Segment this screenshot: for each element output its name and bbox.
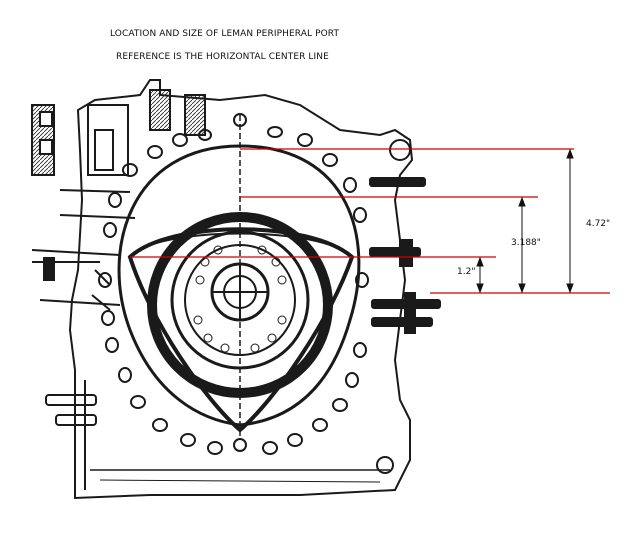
dimension-label-1-2: 1.2": [457, 267, 476, 277]
left-mount-details: [31, 89, 206, 426]
housing-outline: [68, 79, 414, 500]
diagram-title: LOCATION AND SIZE OF LEMAN PERIPHERAL PO…: [110, 29, 340, 39]
diagram-subtitle: REFERENCE IS THE HORIZONTAL CENTER LINE: [116, 52, 329, 62]
coolant-passages: [98, 113, 369, 455]
dimension-label-3-188: 3.188": [511, 238, 541, 248]
right-bolts: [369, 139, 441, 474]
dimension-label-4-72: 4.72": [586, 219, 611, 229]
dimension-arrows: [476, 148, 574, 294]
dimension-lines: [130, 148, 610, 294]
